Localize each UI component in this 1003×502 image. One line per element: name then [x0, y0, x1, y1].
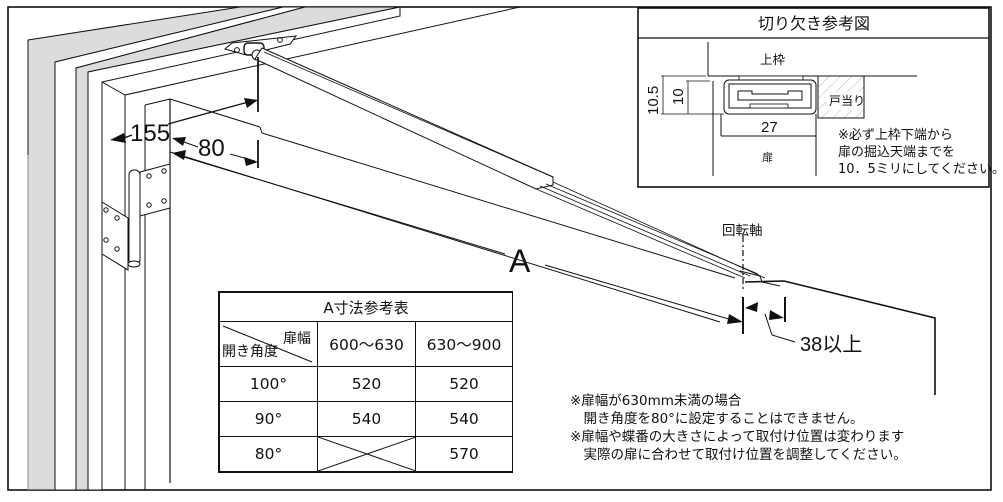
min-clearance-label: 38以上	[800, 333, 862, 356]
table-title: A寸法参考表	[218, 292, 514, 322]
table-corner-cell: 扉幅 開き角度	[219, 321, 318, 367]
table-cell: 540	[317, 401, 416, 437]
cutout-reference-panel	[637, 7, 990, 188]
door-frame	[27, 6, 521, 491]
corner-diagonal	[222, 325, 313, 363]
row-angle: 90°	[219, 401, 318, 437]
outer-border	[7, 6, 992, 491]
dim-155: 155	[130, 120, 170, 147]
dim-a-label: A	[509, 243, 531, 279]
dim-10: 10	[670, 88, 687, 105]
label-top-frame: 上枠	[760, 52, 786, 67]
row-angle: 100°	[219, 366, 318, 402]
note-line: 実際の扉に合わせて取付け位置を調整してください。	[570, 447, 907, 463]
cutout-note-line: 扉の掘込天端までを	[838, 145, 956, 160]
table-cell: 540	[414, 401, 514, 437]
label-door: 扉	[762, 151, 773, 164]
note-line: 開き角度を80°に設定することはできません。	[570, 411, 864, 427]
column-header: 600〜630	[317, 321, 416, 367]
hinge-icon	[101, 163, 171, 271]
dimension-lines	[110, 57, 796, 343]
table-row: 90° 540 540	[219, 401, 514, 437]
closer-arm	[223, 35, 781, 287]
table-row: 100° 520 520	[219, 366, 514, 402]
dim-80: 80	[198, 135, 225, 162]
cutout-note-line: 10．5ミリにしてください。	[838, 162, 1003, 177]
column-header: 630〜900	[414, 321, 514, 367]
cutout-note-line: ※必ず上枠下端から	[838, 128, 953, 143]
corner-opening-angle-label: 開き角度	[222, 344, 278, 360]
installation-notes: ※扉幅が630mm未満の場合 開き角度を80°に設定することはできません。 ※扉幅…	[570, 392, 907, 464]
cross-out-icon	[318, 437, 416, 471]
table-cell: 520	[317, 366, 416, 402]
corner-door-width-label: 扉幅	[283, 331, 311, 347]
dim-10-5: 10.5	[645, 86, 662, 115]
pivot-axis-label: 回転軸	[722, 223, 763, 239]
note-line: ※扉幅や蝶番の大きさによって取付け位置は変わります	[570, 429, 905, 445]
table-row: 80° 570	[219, 436, 514, 472]
note-line: ※扉幅が630mm未満の場合	[570, 393, 742, 409]
a-dimension-table: A寸法参考表 扉幅 開き角度 600〜630 630〜900 100° 520 …	[218, 291, 514, 473]
cutout-reference-title: 切り欠き参考図	[757, 14, 870, 33]
table-cell-not-applicable	[317, 436, 416, 472]
cutout-note: ※必ず上枠下端から扉の掘込天端までを 10．5ミリにしてください。	[838, 127, 1003, 178]
row-angle: 80°	[219, 436, 318, 472]
table-cell: 520	[414, 366, 514, 402]
dim-27: 27	[761, 119, 778, 136]
label-door-stop: 戸当り	[829, 94, 865, 108]
table-cell: 570	[414, 436, 514, 472]
